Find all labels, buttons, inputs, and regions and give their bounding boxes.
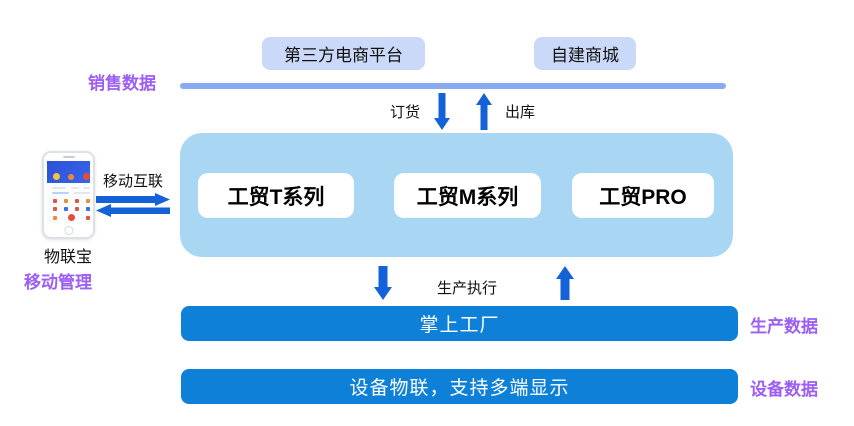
- order-label: 订货: [390, 104, 421, 121]
- phone-orange-dot-icon: [68, 174, 74, 180]
- sales-data-label: 销售数据: [88, 74, 156, 93]
- sales-divider-bar: [180, 83, 726, 89]
- phone-center-button-icon: [68, 214, 75, 221]
- mobile-management-label: 移动管理: [24, 273, 92, 292]
- mobile-link-double-arrow-icon: [96, 193, 170, 217]
- phone-app-header: [47, 161, 90, 183]
- phone-yellow-dot-icon: [53, 173, 60, 180]
- device-data-label: 设备数据: [750, 380, 818, 399]
- product-box-t-series: 工贸T系列: [198, 173, 354, 218]
- outbound-label: 出库: [505, 104, 536, 121]
- production-up-arrow-icon: [556, 266, 574, 300]
- phone-screen: [47, 161, 90, 223]
- production-data-label: 生产数据: [750, 317, 818, 336]
- order-down-arrow-icon: [434, 93, 450, 130]
- production-down-arrow-icon: [374, 266, 392, 300]
- third-party-ecommerce-box: 第三方电商平台: [262, 37, 425, 70]
- iot-treasure-caption: 物联宝: [43, 249, 92, 266]
- device-iot-bar: 设备物联，支持多端显示: [181, 369, 738, 404]
- mobile-link-label: 移动互联: [103, 173, 164, 190]
- palm-factory-bar: 掌上工厂: [181, 306, 738, 341]
- product-box-m-series: 工贸M系列: [394, 173, 541, 218]
- outbound-up-arrow-icon: [476, 93, 492, 130]
- production-exec-label: 生产执行: [437, 280, 498, 297]
- phone-speaker: [62, 156, 75, 158]
- product-box-pro: 工贸PRO: [572, 173, 714, 218]
- phone-home-button: [64, 226, 73, 235]
- self-built-mall-box: 自建商城: [534, 37, 636, 70]
- product-suite-panel: 工贸T系列 工贸M系列 工贸PRO: [180, 133, 733, 257]
- phone-red-dot-icon: [83, 173, 90, 180]
- iot-phone-mockup: [42, 151, 95, 239]
